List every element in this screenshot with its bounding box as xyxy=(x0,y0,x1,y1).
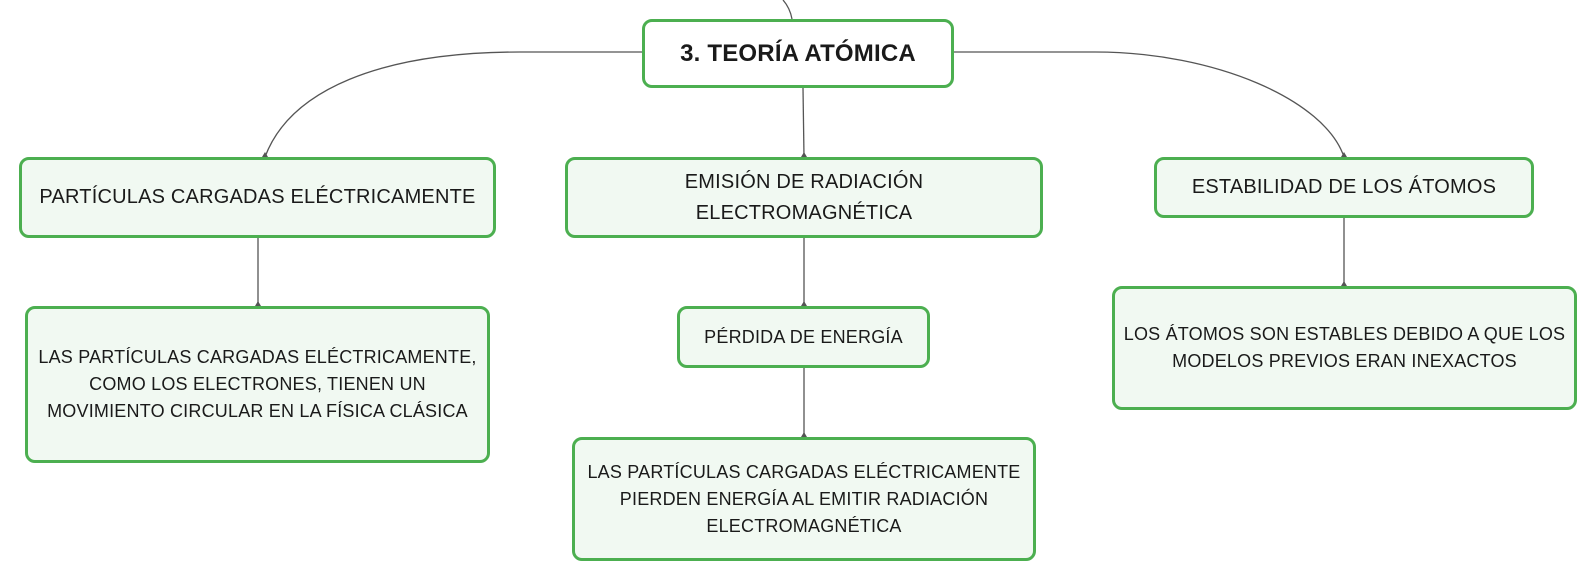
node-estabilidad-atomos[interactable]: ESTABILIDAD DE LOS ÁTOMOS xyxy=(1154,157,1534,218)
connector-root-to-particulas xyxy=(264,51,642,158)
node-estabilidad-atomos-label: ESTABILIDAD DE LOS ÁTOMOS xyxy=(1191,176,1497,198)
root-node[interactable]: 3. TEORÍA ATÓMICA xyxy=(642,19,954,88)
node-particulas-cargadas-label: PARTÍCULAS CARGADAS ELÉCTRICAMENTE xyxy=(39,186,476,208)
node-movimiento-circular[interactable]: LAS PARTÍCULAS CARGADAS ELÉCTRICAMENTE, … xyxy=(25,306,490,463)
node-particulas-cargadas[interactable]: PARTÍCULAS CARGADAS ELÉCTRICAMENTE xyxy=(19,157,496,238)
connector-root-to-estabilidad xyxy=(954,51,1345,158)
connector-root-to-emision xyxy=(802,87,805,158)
node-atomos-estables-label: LOS ÁTOMOS SON ESTABLES DEBIDO A QUE LOS… xyxy=(1123,324,1566,371)
node-pierden-energia[interactable]: LAS PARTÍCULAS CARGADAS ELÉCTRICAMENTE P… xyxy=(572,437,1036,561)
node-movimiento-circular-label: LAS PARTÍCULAS CARGADAS ELÉCTRICAMENTE, … xyxy=(38,347,477,421)
node-atomos-estables[interactable]: LOS ÁTOMOS SON ESTABLES DEBIDO A QUE LOS… xyxy=(1112,286,1577,410)
node-emision-radiacion[interactable]: EMISIÓN DE RADIACIÓN ELECTROMAGNÉTICA xyxy=(565,157,1043,238)
node-perdida-energia[interactable]: PÉRDIDA DE ENERGÍA xyxy=(677,306,930,368)
connector-incoming xyxy=(782,0,793,20)
node-pierden-energia-label: LAS PARTÍCULAS CARGADAS ELÉCTRICAMENTE P… xyxy=(587,461,1021,536)
root-node-label: 3. TEORÍA ATÓMICA xyxy=(680,39,916,67)
node-emision-radiacion-label: EMISIÓN DE RADIACIÓN ELECTROMAGNÉTICA xyxy=(684,170,924,224)
node-perdida-energia-label: PÉRDIDA DE ENERGÍA xyxy=(704,326,903,347)
